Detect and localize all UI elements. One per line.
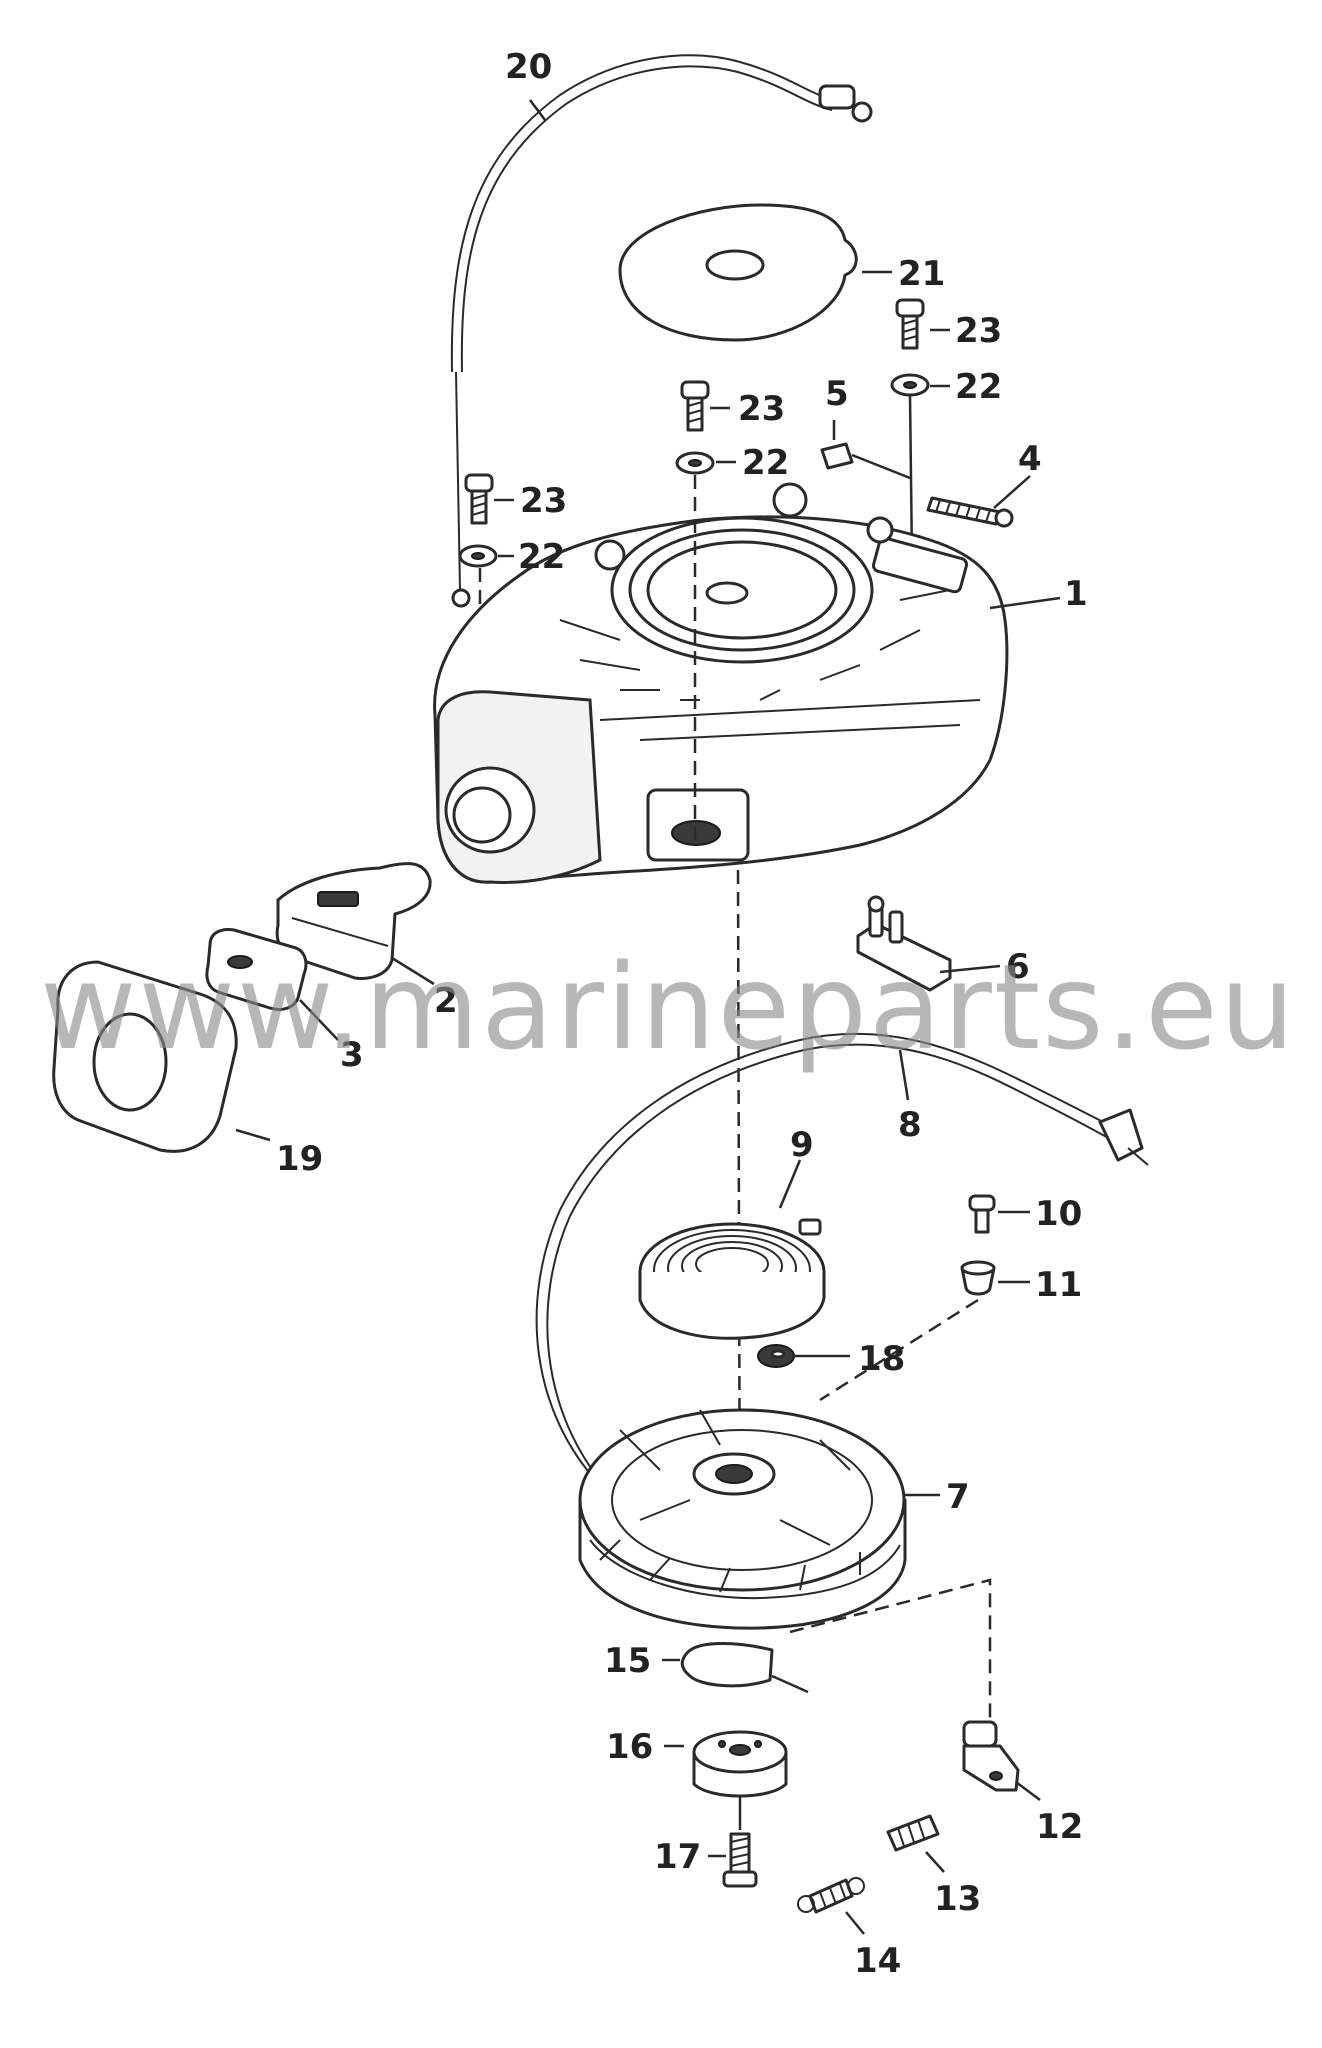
- watermark-text: www.marineparts.eu: [40, 938, 1297, 1076]
- part-18-clip: [757, 1344, 850, 1368]
- part-17-screw: [708, 1832, 758, 1888]
- part-22-washer-left: [458, 544, 498, 568]
- part-23-bolt-center: [680, 380, 710, 432]
- callout-17: 17: [654, 1837, 701, 1877]
- callout-23: 23: [738, 389, 785, 429]
- callout-3: 3: [340, 1035, 364, 1075]
- part-7-rope-pulley: [578, 1408, 940, 1630]
- callout-5: 5: [825, 374, 849, 414]
- callout-23: 23: [520, 481, 567, 521]
- callout-16: 16: [606, 1727, 653, 1767]
- part-23-bolt-left: [464, 473, 494, 525]
- callout-8: 8: [898, 1105, 922, 1145]
- part-6-bracket: [856, 895, 1001, 992]
- callout-14: 14: [854, 1941, 901, 1981]
- callout-1: 1: [1064, 574, 1088, 614]
- callout-12: 12: [1036, 1807, 1083, 1847]
- callout-22: 22: [955, 367, 1002, 407]
- callout-15: 15: [604, 1641, 651, 1681]
- callout-23: 23: [955, 311, 1002, 351]
- callout-9: 9: [790, 1125, 814, 1165]
- callout-10: 10: [1035, 1194, 1082, 1234]
- part-16-cap: [664, 1730, 788, 1830]
- part-14-spring: [797, 1877, 865, 1935]
- part-22-washer-center: [675, 451, 715, 475]
- callout-13: 13: [934, 1879, 981, 1919]
- part-8-starter-rope: [535, 1032, 1149, 1491]
- callout-4: 4: [1018, 439, 1042, 479]
- part-20-interlock-cable: [450, 54, 873, 608]
- part-13-small-spring: [886, 1814, 945, 1873]
- callout-22: 22: [742, 443, 789, 483]
- callout-11: 11: [1035, 1265, 1082, 1305]
- callout-6: 6: [1006, 947, 1030, 987]
- part-5-clip: [820, 442, 911, 480]
- part-4-spring: [926, 496, 1014, 528]
- part-11-bushing: [819, 1260, 1030, 1402]
- part-10-screw: [968, 1194, 1030, 1234]
- callout-22: 22: [518, 537, 565, 577]
- callout-21: 21: [898, 254, 945, 294]
- callout-18: 18: [858, 1339, 905, 1379]
- part-9-recoil-spring: [638, 1159, 826, 1340]
- part-22-washer-upper-right: [890, 373, 930, 397]
- callout-19: 19: [276, 1139, 323, 1179]
- part-3-handle-insert: [205, 928, 339, 1041]
- callout-labels: 20 21 23 22 23 22 5 4 23 22 1 6 2 3 8 19…: [276, 47, 1088, 1981]
- callout-7: 7: [946, 1477, 970, 1517]
- part-21-plate: [618, 203, 858, 342]
- part-12-pawl: [962, 1720, 1041, 1801]
- callout-20: 20: [505, 47, 552, 87]
- part-15-pawl-plate: [662, 1642, 809, 1694]
- part-19-gasket-plate: [52, 960, 271, 1153]
- callout-2: 2: [434, 981, 458, 1021]
- part-23-bolt-upper-right: [895, 298, 925, 350]
